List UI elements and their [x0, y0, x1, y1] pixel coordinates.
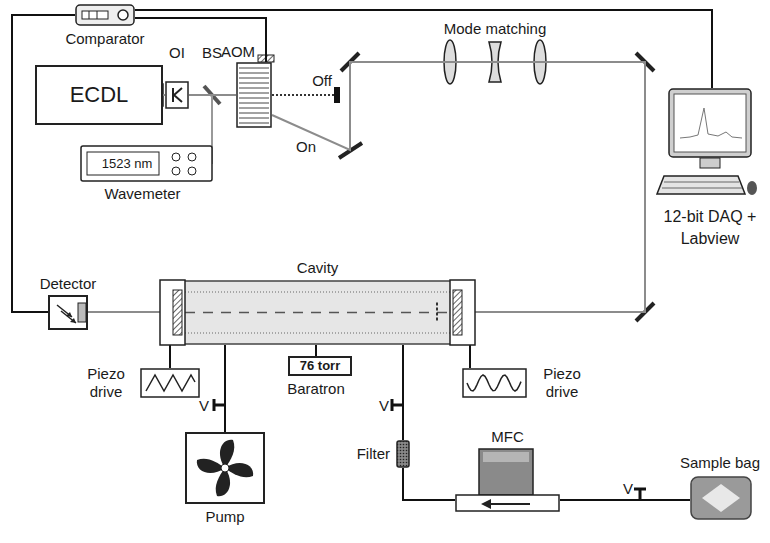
node-text: ECDL: [35, 83, 163, 107]
gas-filter: Filter: [396, 440, 410, 468]
node-label: Piezo drive: [78, 365, 134, 401]
beam-label: On: [292, 138, 320, 156]
shape-outline: [455, 448, 560, 512]
shape-outline: [668, 88, 752, 158]
node-label: Comparator: [55, 30, 155, 48]
shape-outline: [160, 280, 475, 345]
valve-label: V: [376, 397, 392, 415]
beam-label: Off: [306, 72, 338, 90]
aom-crystal: AOM: [236, 62, 272, 128]
shape-outline: [140, 368, 200, 398]
pressure-gauge: 76 torrBaratron: [288, 356, 352, 376]
part-label: BS: [200, 44, 224, 62]
node-label: Sample bag: [670, 454, 770, 472]
node-label: OI: [147, 44, 207, 62]
comparator-box: Comparator: [75, 4, 135, 26]
laser-box: ECDL: [35, 65, 163, 125]
signal-wire: [315, 345, 317, 356]
valve-label: V: [196, 397, 212, 415]
mass-flow-controller: MFC: [455, 448, 560, 512]
valve-symbol: [214, 399, 646, 500]
optical-cavity: Cavity: [160, 280, 475, 345]
signal-wire: [135, 10, 712, 88]
keyboard-keys: [664, 182, 739, 183]
signal-wire: [560, 499, 690, 501]
shape-outline: [396, 440, 410, 468]
off-beam: [272, 94, 334, 96]
piezo-drive: Piezo drive: [462, 368, 527, 398]
node-label: Filter: [336, 445, 390, 463]
node-label: Detector: [28, 275, 108, 293]
signal-wire: [402, 345, 404, 440]
laser-beam: [189, 94, 236, 96]
section-label: Mode matching: [420, 20, 570, 38]
laser-beam: [88, 311, 160, 313]
signal-wire: [224, 345, 226, 432]
laser-beam: [163, 94, 165, 96]
node-label: Pump: [185, 508, 265, 526]
node-label: Piezo drive: [534, 365, 590, 401]
node-label: 12-bit DAQ + Labview: [655, 206, 765, 250]
node-label: Baratron: [266, 380, 366, 398]
vacuum-pump: Pump: [185, 432, 265, 504]
node-text: 1523 nm: [88, 155, 166, 172]
shape-outline: [48, 295, 88, 330]
computer-stand: [700, 158, 720, 168]
detector-box: Detector: [48, 295, 88, 330]
shape-outline: [690, 476, 752, 520]
shape-outline: [185, 432, 265, 504]
node-text: 76 torr: [288, 358, 352, 374]
node-label: AOM: [220, 43, 256, 61]
signal-wire: [403, 468, 455, 500]
mouse: [747, 181, 757, 195]
signal-wire: [469, 345, 471, 368]
valve-label: V: [620, 480, 636, 498]
shape-outline: [165, 81, 189, 109]
computer-monitor: 12-bit DAQ + Labview: [668, 88, 752, 158]
node-label: Cavity: [160, 259, 475, 277]
shape-outline: [75, 4, 135, 26]
optical-isolator: OI: [165, 81, 189, 109]
keyboard-keys: [662, 188, 742, 189]
shape-outline: [462, 368, 527, 398]
wavemeter-box: 1523 nmWavemeter: [80, 145, 213, 182]
node-label: Wavemeter: [80, 185, 205, 203]
keyboard: [657, 176, 745, 194]
signal-wire: [12, 15, 75, 312]
piezo-drive: Piezo drive: [140, 368, 200, 398]
signal-wire: [135, 18, 266, 62]
shape-outline: [236, 62, 272, 128]
node-label: MFC: [455, 428, 560, 446]
beam-block: [334, 87, 340, 103]
sample-bag: Sample bag: [690, 476, 752, 520]
signal-wire: [169, 345, 171, 368]
